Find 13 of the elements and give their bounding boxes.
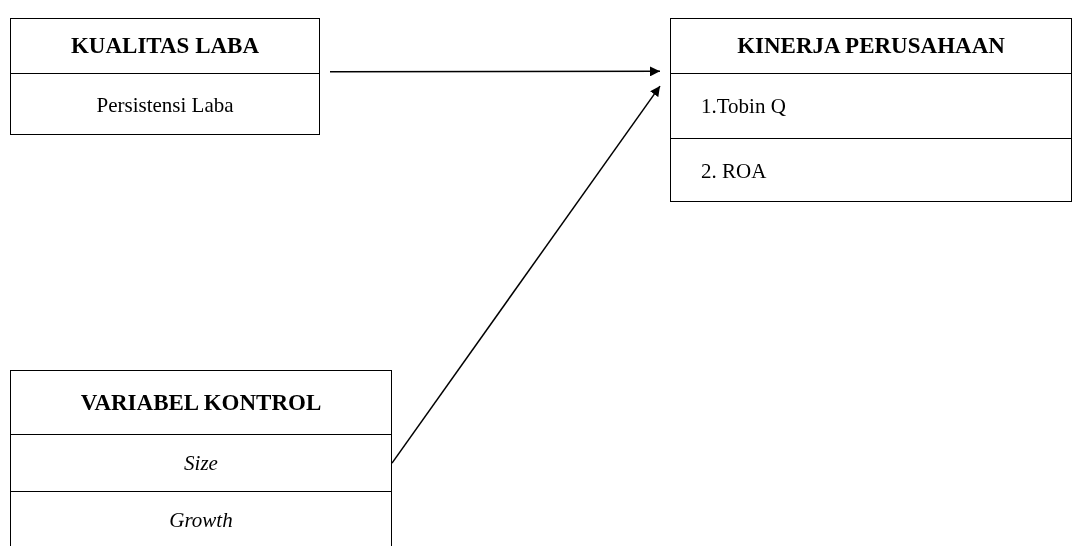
table-header: VARIABEL KONTROL — [79, 388, 323, 417]
table-row-text: Size — [11, 434, 391, 491]
arrow — [391, 85, 661, 464]
table-row-text: Persistensi Laba — [11, 73, 319, 136]
table-box — [10, 18, 320, 135]
table-row-text: 2. ROA — [671, 138, 1071, 203]
arrow — [329, 66, 661, 77]
table-box — [10, 370, 392, 546]
table-header: KINERJA PERUSAHAAN — [736, 32, 1006, 60]
table-box — [670, 18, 1072, 202]
table-row-text: Growth — [11, 491, 391, 546]
table-row-text: 1.Tobin Q — [671, 73, 1071, 138]
table-header: KUALITAS LABA — [69, 32, 261, 60]
